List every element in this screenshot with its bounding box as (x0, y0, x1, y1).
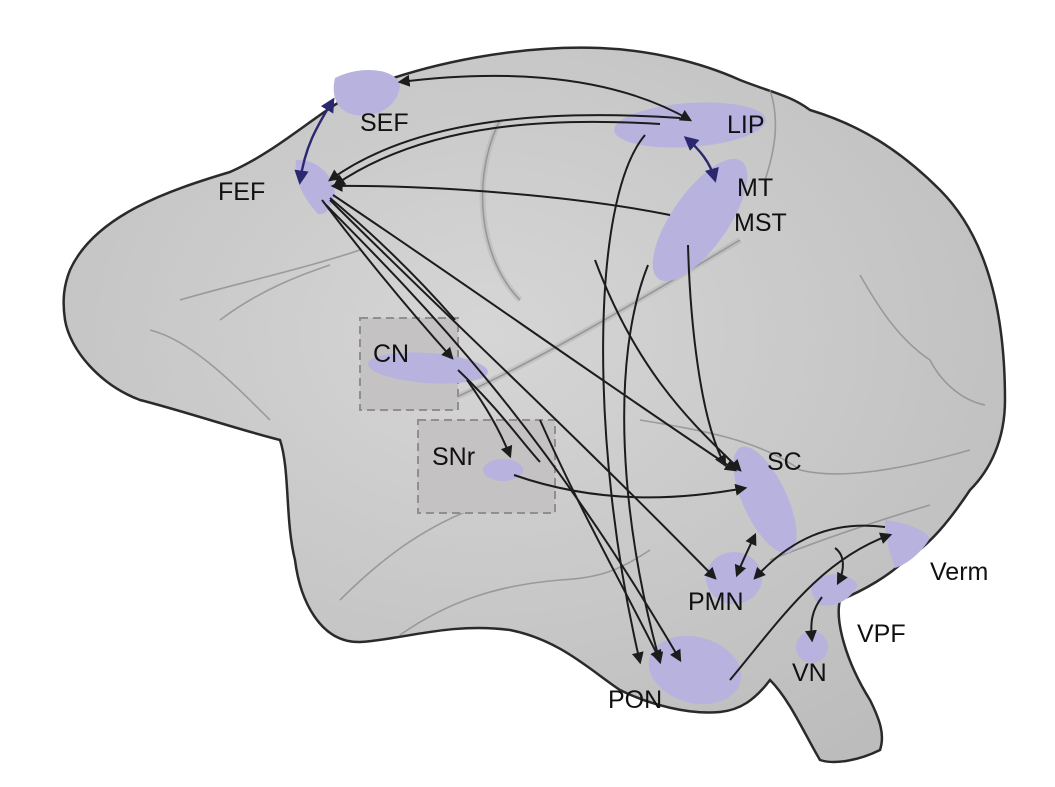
label-pmn: PMN (688, 588, 744, 616)
arrow-mt-fef (330, 179, 671, 216)
arrow-cn-snr (466, 379, 513, 459)
arrow-vpf-vn (804, 596, 823, 643)
region-cn (368, 352, 488, 384)
brain-outline (62, 46, 1007, 764)
label-lip: LIP (727, 111, 765, 139)
label-snr: SNr (432, 443, 475, 471)
labels: SEF FEF LIP MT MST CN SNr SC PMN PON Ver… (218, 109, 988, 714)
arrow-mt-sc (687, 244, 727, 468)
arrow-lip-fef (328, 114, 681, 182)
region-snr (483, 459, 523, 481)
label-vpf: VPF (857, 620, 906, 648)
label-sef: SEF (360, 109, 409, 137)
arrow-lip-pon (602, 134, 646, 665)
region-sef (333, 69, 400, 116)
region-mt-mst (652, 158, 748, 282)
label-fef: FEF (218, 178, 265, 206)
arrow-sef-lip (397, 74, 693, 122)
label-mst: MST (734, 209, 787, 237)
label-sc: SC (767, 448, 802, 476)
arrow-fef-pmn (329, 199, 717, 580)
arrow-fef-pon (325, 204, 682, 663)
arrow-sc-pmn (734, 532, 757, 578)
reciprocal-arrows (294, 97, 719, 185)
arrow-pon-vpf (834, 547, 848, 586)
label-mt: MT (737, 174, 773, 202)
region-sc (733, 446, 797, 554)
arrow-sef-fef (294, 97, 335, 185)
arrow-fef-line-1 (329, 197, 456, 321)
arrow-cn-line (457, 369, 541, 463)
sulci (149, 89, 986, 636)
arrow-fef-sc (332, 194, 737, 472)
label-vn: VN (792, 659, 827, 687)
label-pon: PON (608, 686, 662, 714)
label-cn: CN (373, 340, 409, 368)
arrow-lip-mt (683, 136, 719, 183)
region-verm (885, 520, 930, 568)
arrow-lip-fef-2 (333, 120, 661, 187)
arrow-mt-pon (623, 264, 664, 665)
projection-arrows (321, 74, 893, 681)
arrow-pon-verm (729, 532, 893, 681)
label-verm: Verm (930, 558, 988, 586)
arrow-fef-cn (321, 199, 454, 360)
region-vn (796, 631, 828, 663)
arrow-snr-sc (513, 474, 748, 499)
arrow-verm-pmn (753, 524, 886, 580)
arrow-snr-pon (539, 419, 662, 663)
